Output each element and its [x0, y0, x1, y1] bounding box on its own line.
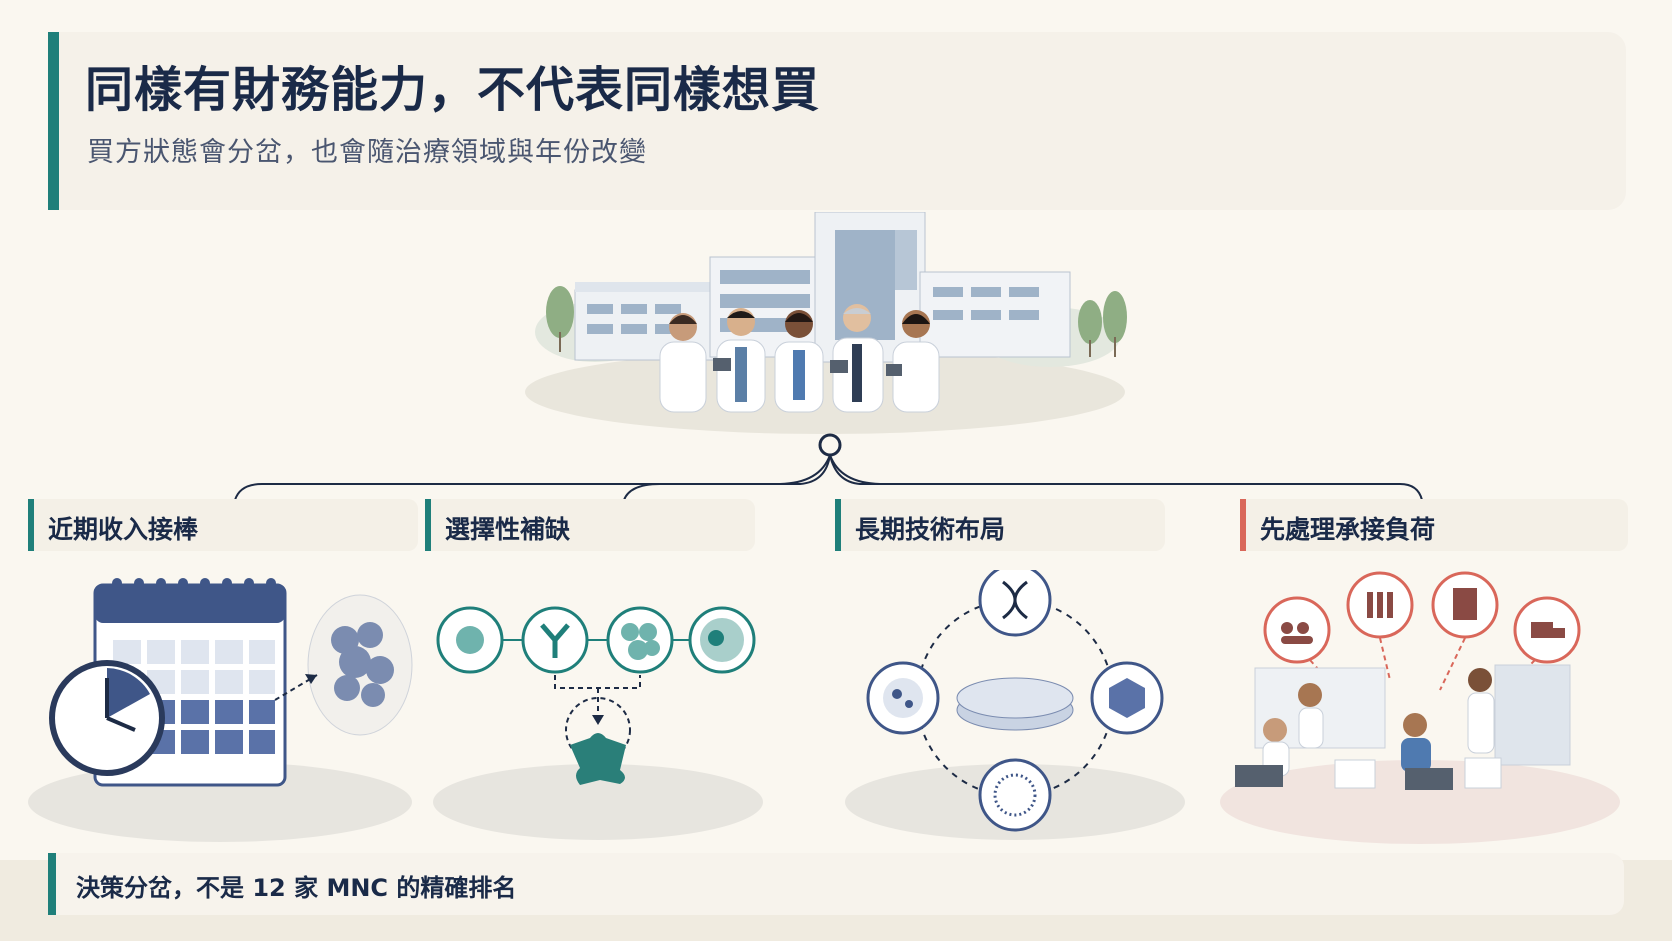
footer-accent-bar	[48, 853, 56, 915]
category-accent-bar	[425, 499, 431, 551]
header-accent-bar	[48, 32, 59, 210]
footer-note: 決策分岔，不是 12 家 MNC 的精確排名	[76, 874, 517, 902]
category-card-selective-fill: 選擇性補缺	[425, 499, 755, 551]
category-label: 近期收入接棒	[48, 515, 199, 544]
category-label: 長期技術布局	[855, 515, 1006, 544]
hospital-team-illustration	[525, 212, 1127, 434]
category-accent-bar	[1240, 499, 1246, 551]
category-label: 先處理承接負荷	[1260, 515, 1436, 544]
dna-petri-icon	[845, 570, 1185, 840]
category-card-near-term-revenue: 近期收入接棒	[28, 499, 418, 551]
antibody-puzzle-icon	[433, 606, 763, 840]
footer-card: 決策分岔，不是 12 家 MNC 的精確排名	[48, 853, 1624, 915]
header-card: 同樣有財務能力，不代表同樣想買 買方狀態會分岔，也會隨治療領域與年份改變	[48, 32, 1626, 210]
page-title: 同樣有財務能力，不代表同樣想買	[85, 62, 821, 118]
category-label: 選擇性補缺	[445, 515, 571, 544]
category-card-absorb-workload: 先處理承接負荷	[1240, 499, 1628, 551]
category-card-long-term-tech: 長期技術布局	[835, 499, 1165, 551]
page-subtitle: 買方狀態會分岔，也會隨治療領域與年份改變	[87, 137, 647, 168]
category-accent-bar	[835, 499, 841, 551]
workload-team-icon	[1220, 571, 1620, 844]
category-accent-bar	[28, 499, 34, 551]
calendar-clock-icon	[28, 578, 413, 842]
